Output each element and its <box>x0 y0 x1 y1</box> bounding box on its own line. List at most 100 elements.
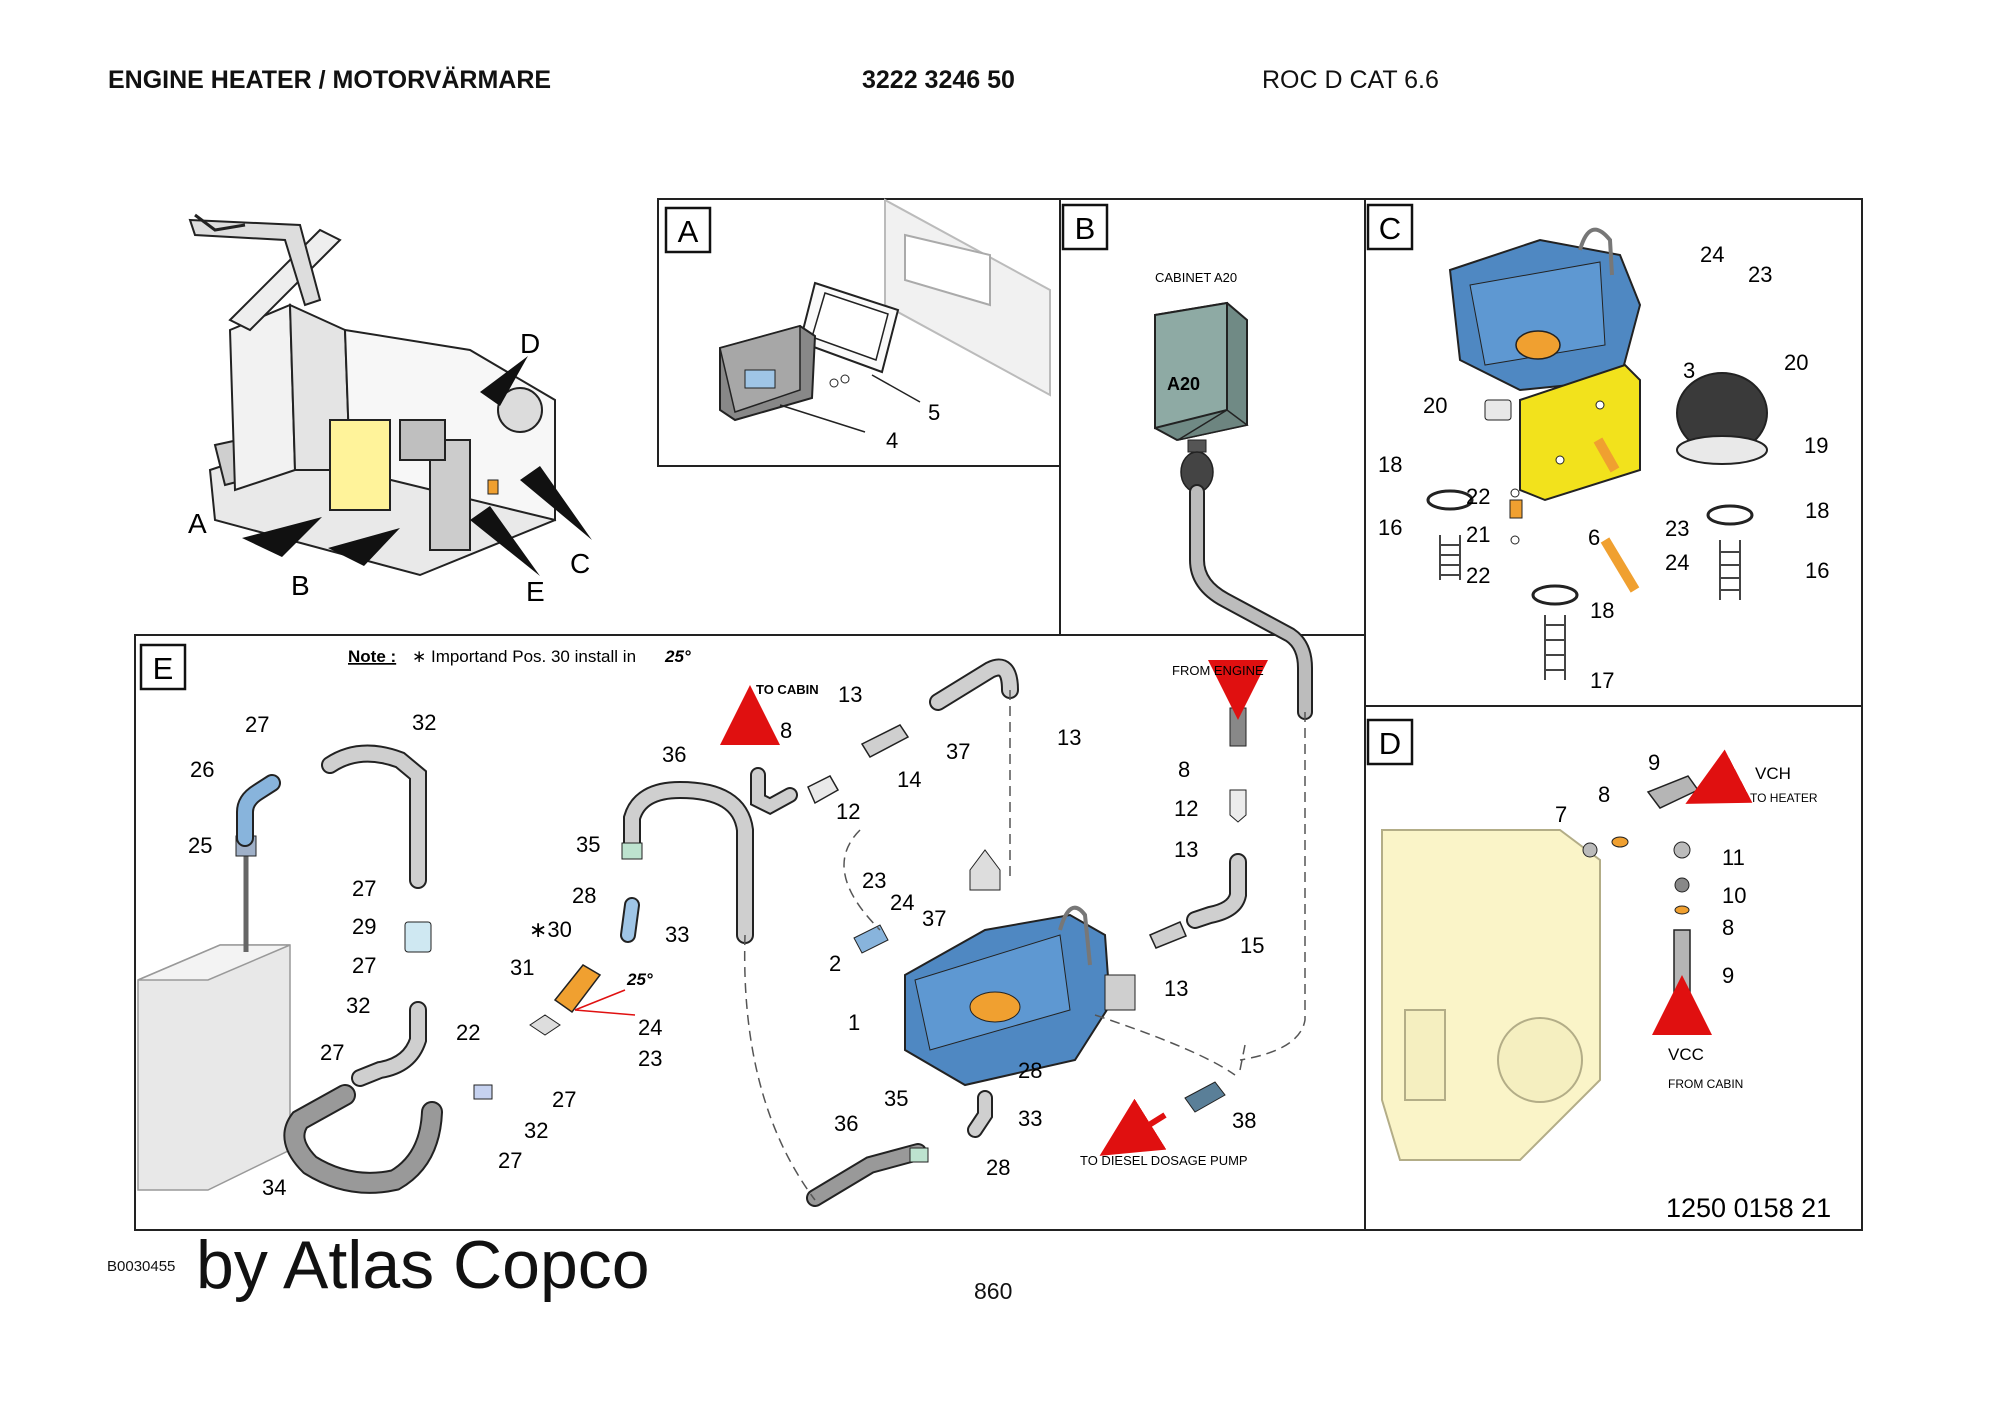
part-label: 32 <box>524 1118 548 1143</box>
page-number: 860 <box>974 1278 1013 1304</box>
part-label: 24 <box>638 1015 662 1040</box>
angle-label: 25° <box>626 970 653 989</box>
callout-C: C <box>570 548 590 579</box>
note-label: Note : <box>348 647 396 666</box>
part-label: 31 <box>510 955 534 980</box>
part-label: 13 <box>1164 976 1188 1001</box>
part-label: 27 <box>352 876 376 901</box>
part-label: 18 <box>1590 598 1614 623</box>
part-label: 8 <box>780 718 792 743</box>
cabinet-box-label: A20 <box>1167 374 1200 394</box>
part-label: 10 <box>1722 883 1746 908</box>
part-label: 22 <box>1466 563 1490 588</box>
panel-E-drawing <box>137 658 1306 1207</box>
part-label: 13 <box>838 682 862 707</box>
part-label: 23 <box>1748 262 1772 287</box>
document-title: ENGINE HEATER / MOTORVÄRMARE <box>108 66 552 94</box>
part-label: 11 <box>1722 845 1745 870</box>
part-number: 3222 3246 50 <box>862 66 1015 94</box>
part-label: 23 <box>1665 516 1689 541</box>
part-label: 8 <box>1722 915 1734 940</box>
part-label: 36 <box>834 1111 858 1136</box>
part-label: 26 <box>190 757 214 782</box>
panel-C-label: C <box>1379 211 1401 246</box>
vch-label: VCH <box>1755 764 1791 783</box>
part-label: 1 <box>848 1010 860 1035</box>
part-label: 35 <box>576 832 600 857</box>
panel-D-drawing <box>1381 749 1753 1161</box>
part-label: 17 <box>1590 668 1614 693</box>
part-label: 4 <box>886 428 898 453</box>
part-label: 16 <box>1805 558 1829 583</box>
panel-B-label: B <box>1075 211 1096 246</box>
part-label: 19 <box>1804 433 1828 458</box>
part-label: 20 <box>1784 350 1808 375</box>
part-label: 27 <box>320 1040 344 1065</box>
part-label: 33 <box>1018 1106 1042 1131</box>
callout-B: B <box>291 570 310 601</box>
part-label: 9 <box>1648 750 1660 775</box>
part-label: 23 <box>638 1046 662 1071</box>
part-label: 27 <box>352 953 376 978</box>
part-label: 23 <box>862 868 886 893</box>
part-label: 16 <box>1378 515 1402 540</box>
drawing-number: 1250 0158 21 <box>1666 1193 1831 1223</box>
part-label: 8 <box>1178 757 1190 782</box>
callout-D: D <box>520 328 540 359</box>
to-heater-label: TO HEATER <box>1750 791 1818 805</box>
part-label: 8 <box>1598 782 1610 807</box>
part-label: ∗30 <box>529 917 572 942</box>
part-label: 32 <box>346 993 370 1018</box>
note-angle: 25° <box>664 647 691 666</box>
part-label: 27 <box>245 712 269 737</box>
from-cabin-label: FROM CABIN <box>1668 1077 1743 1091</box>
callout-E: E <box>526 576 545 607</box>
part-label: 22 <box>1466 484 1490 509</box>
part-label: 37 <box>946 739 970 764</box>
part-label: 32 <box>412 710 436 735</box>
part-label: 15 <box>1240 933 1264 958</box>
part-label: 18 <box>1378 452 1402 477</box>
part-label: 37 <box>922 906 946 931</box>
machine-overview <box>188 213 592 577</box>
vcc-label: VCC <box>1668 1045 1704 1064</box>
part-label: 2 <box>829 951 841 976</box>
panel-A-label: A <box>678 214 699 249</box>
part-label: 27 <box>498 1148 522 1173</box>
panel-E-frame <box>134 634 1366 1231</box>
part-label: 12 <box>1174 796 1198 821</box>
part-label: 22 <box>456 1020 480 1045</box>
to-cabin-label: TO CABIN <box>756 682 819 697</box>
part-label: 27 <box>552 1087 576 1112</box>
part-label: 5 <box>928 400 940 425</box>
part-label: 7 <box>1555 802 1567 827</box>
part-label: 24 <box>1700 242 1724 267</box>
part-label: 14 <box>897 767 921 792</box>
part-label: 28 <box>1018 1058 1042 1083</box>
part-label: 21 <box>1466 522 1490 547</box>
part-label: 12 <box>836 799 860 824</box>
machine-model: ROC D CAT 6.6 <box>1262 66 1439 94</box>
panel-E-label: E <box>153 651 174 686</box>
part-label: 24 <box>1665 550 1689 575</box>
to-pump-label: TO DIESEL DOSAGE PUMP <box>1080 1153 1248 1168</box>
panel-C-drawing <box>1426 227 1768 680</box>
part-label: 25 <box>188 833 212 858</box>
part-label: 28 <box>572 883 596 908</box>
part-label: 33 <box>665 922 689 947</box>
panel-D-label: D <box>1379 726 1401 761</box>
part-label: 35 <box>884 1086 908 1111</box>
part-label: 3 <box>1683 358 1695 383</box>
part-label: 36 <box>662 742 686 767</box>
part-label: 38 <box>1232 1108 1256 1133</box>
part-label: 13 <box>1174 837 1198 862</box>
callout-A: A <box>188 508 207 539</box>
panel-A-drawing <box>719 198 1051 433</box>
part-label: 6 <box>1588 525 1600 550</box>
part-label: 18 <box>1805 498 1829 523</box>
cabinet-a20-box <box>1154 301 1313 720</box>
cabinet-label: CABINET A20 <box>1155 270 1237 285</box>
part-label: 13 <box>1057 725 1081 750</box>
brand-watermark: by Atlas Copco <box>196 1227 650 1303</box>
